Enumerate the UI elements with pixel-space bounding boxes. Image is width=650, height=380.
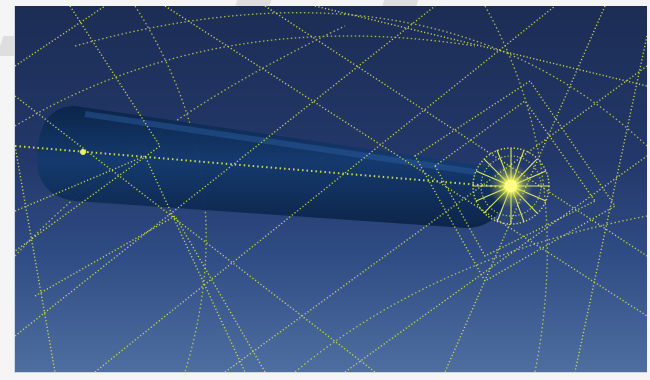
mesh-diagonal-1 (164, 6, 647, 317)
mesh-left-diamond-c (15, 6, 106, 67)
mesh-diagonal-8 (314, 6, 647, 87)
cylinder-highlight (84, 111, 476, 175)
arc-right-vertical (484, 6, 548, 372)
arc-upper-right (74, 12, 647, 147)
mesh-left-diamond-e (15, 145, 56, 372)
cylinder-body (36, 106, 508, 228)
mesh-diagonal-6 (344, 155, 647, 372)
3d-viewport[interactable] (14, 6, 647, 373)
mesh-diagonal-2 (264, 6, 647, 257)
mesh-right-sweep-b (574, 35, 647, 372)
mesh-lines (15, 6, 647, 372)
mesh-left-diamond-b (15, 155, 246, 372)
sight-line-group (15, 145, 516, 189)
mesh-diagonal-3 (15, 6, 436, 337)
mesh-diagonal-7 (15, 95, 376, 372)
sight-line-origin-marker (80, 149, 86, 155)
wireframe-scene (15, 6, 647, 372)
mesh-left-diamond (15, 6, 161, 252)
cylinder-shape (36, 106, 508, 228)
mesh-box-outer (414, 80, 617, 282)
arc-lower-right (294, 215, 647, 372)
focal-node[interactable] (472, 147, 550, 225)
arc-left-vertical (134, 6, 207, 372)
mesh-diagonal-4 (94, 6, 556, 372)
mesh-box-bottom (434, 165, 596, 257)
focal-node-core (505, 180, 517, 192)
